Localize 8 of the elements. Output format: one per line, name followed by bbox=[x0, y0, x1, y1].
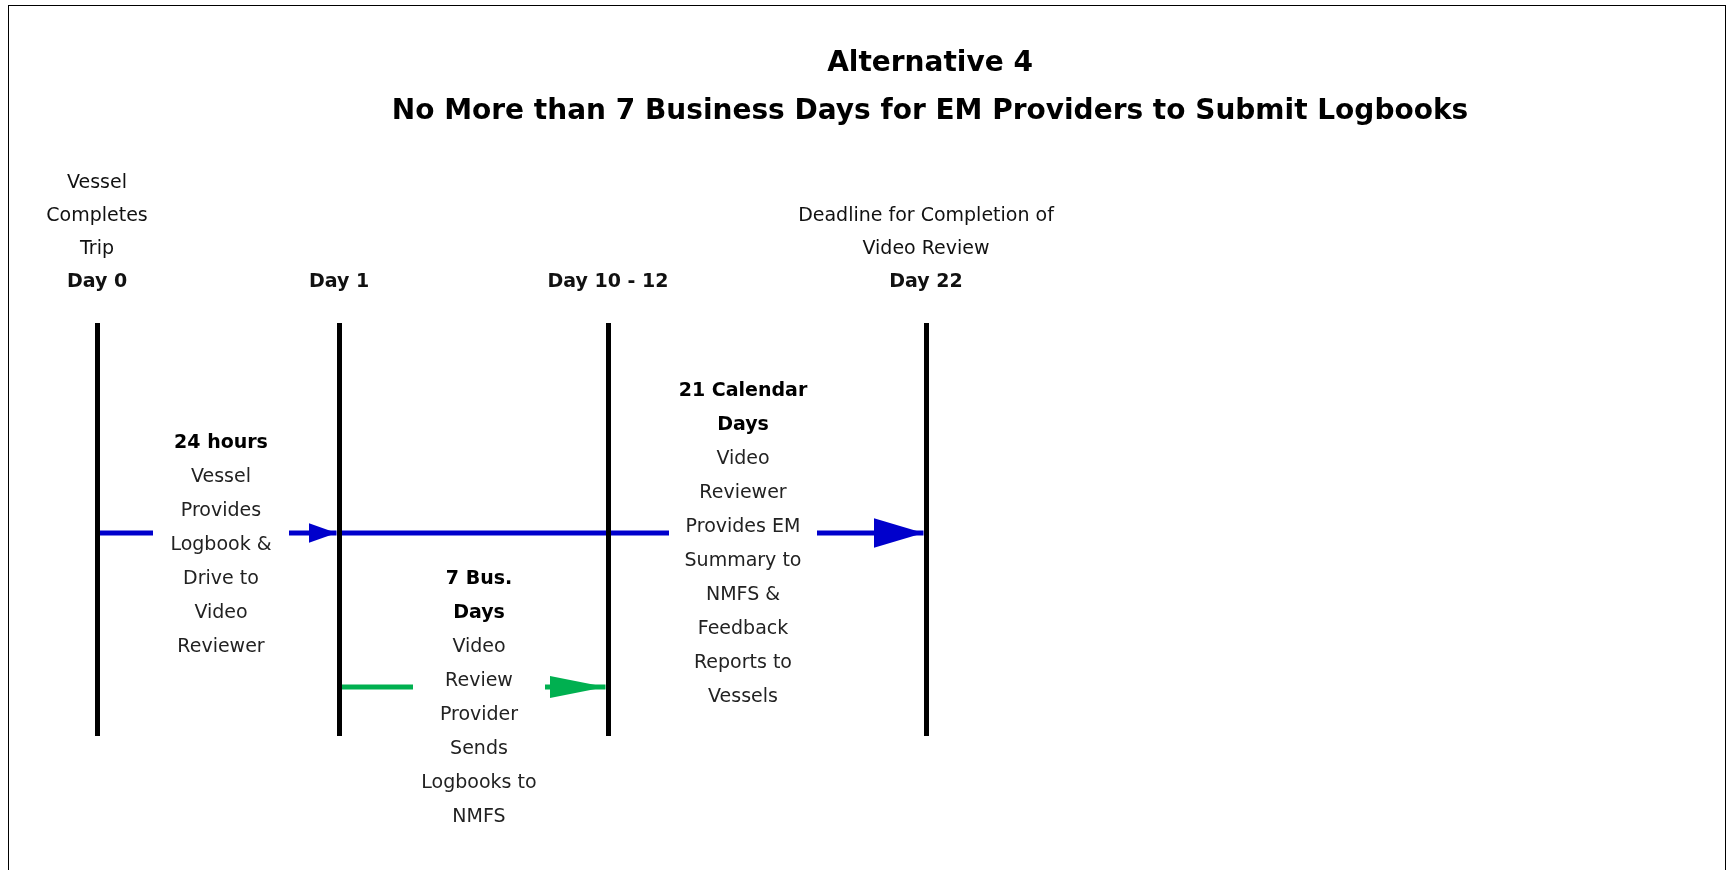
day-label: Day 0 bbox=[65, 268, 129, 293]
day-label: Day 22 bbox=[888, 268, 964, 293]
event-label: Vessel Completes Trip bbox=[45, 169, 149, 260]
diagram-subtitle: No More than 7 Business Days for EM Providers to Submit Logbooks bbox=[390, 92, 1470, 128]
event-label: Deadline for Completion of Video Review bbox=[797, 202, 1056, 260]
day-label: Day 1 bbox=[307, 268, 371, 293]
diagram-title: Alternative 4 bbox=[826, 44, 1034, 80]
day-label: Day 10 - 12 bbox=[546, 268, 670, 293]
